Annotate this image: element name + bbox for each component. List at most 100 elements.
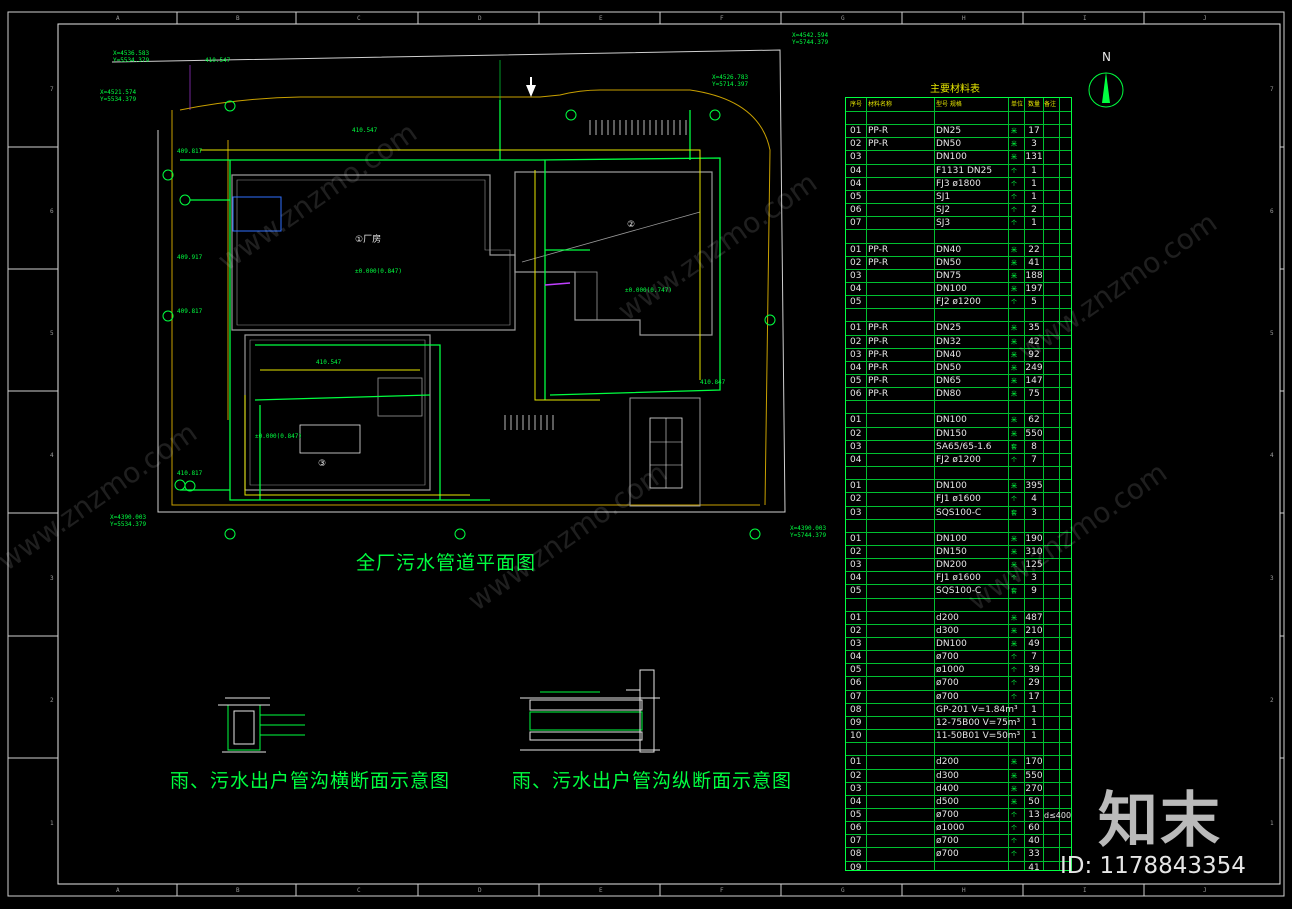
cell-unit: 个 (1011, 496, 1018, 504)
cell-qty: 550 (1025, 770, 1043, 781)
grid-row-4-right: 4 (1270, 452, 1274, 459)
grid-col-F-bottom: F (720, 887, 724, 894)
cell-spec: DN40 (936, 244, 962, 255)
cell-no: 08 (850, 704, 862, 715)
cell-unit: 个 (1011, 299, 1018, 307)
cell-spec: DN100 (936, 639, 967, 649)
cell-spec: FJ1 ø1600 (936, 573, 981, 584)
site-plan (111, 49, 786, 540)
cell-spec: F1131 DN25 (936, 165, 993, 176)
cell-spec: DN150 (936, 428, 967, 439)
building-2-level: ±0.000(0.747) (625, 287, 672, 294)
cell-no: 04 (850, 573, 862, 584)
cell-spec: ø700 (936, 809, 959, 820)
grid-row-5: 5 (50, 330, 54, 337)
cell-qty: 41 (1028, 257, 1040, 268)
cell-no: 08 (850, 849, 862, 860)
grid-col-E-bottom: E (599, 887, 603, 894)
grid-col-F: F (720, 15, 724, 22)
cell-no: 04 (850, 652, 862, 663)
cell-spec: ø700 (936, 849, 959, 860)
cell-unit: 米 (1011, 378, 1018, 385)
cell-name: PP-R (868, 336, 889, 347)
cell-qty: 1 (1031, 704, 1037, 715)
cell-qty: 188 (1025, 270, 1043, 281)
header-unit: 单位 (1011, 101, 1024, 108)
cell-qty: 1 (1031, 191, 1037, 202)
cell-no: 07 (850, 836, 862, 847)
cell-spec: d200 (936, 757, 959, 768)
cell-spec: DN200 (936, 560, 967, 571)
cell-qty: 41 (1028, 862, 1040, 873)
cell-qty: 131 (1025, 152, 1043, 163)
cell-unit: 个 (1011, 167, 1018, 175)
cell-no: 03 (850, 783, 862, 794)
cell-spec: DN50 (936, 139, 962, 150)
long-section-diagram (520, 669, 660, 753)
cell-unit: 米 (1011, 417, 1018, 425)
cell-qty: 7 (1031, 652, 1037, 663)
cell-spec: SJ3 (936, 218, 951, 229)
grid-ticks (8, 12, 1284, 896)
cell-unit: 米 (1011, 364, 1018, 372)
cell-name: PP-R (868, 126, 889, 137)
cell-unit: 个 (1011, 680, 1018, 688)
cell-qty: 50 (1028, 796, 1040, 807)
cell-spec: DN100 (936, 415, 967, 426)
coord-y: Y=5744.379 (790, 532, 827, 539)
cell-no: 02 (850, 428, 862, 439)
cell-no: 01 (850, 612, 862, 623)
building-1-room (232, 196, 282, 232)
cell-spec: DN65 (936, 376, 962, 386)
cell-no: 01 (850, 126, 862, 137)
cell-unit: 米 (1011, 285, 1018, 293)
grid-row-6: 6 (50, 208, 54, 215)
header-note: 备注 (1044, 101, 1057, 108)
brand-logo: 知末 (1098, 786, 1222, 856)
cell-qty: 550 (1025, 428, 1043, 439)
grid-col-G-bottom: G (841, 887, 845, 894)
cell-qty: 190 (1025, 533, 1043, 544)
cell-qty: 5 (1031, 297, 1037, 308)
coord-x: X=4526.783 (712, 74, 749, 81)
cell-unit: 个 (1011, 851, 1018, 859)
grid-col-H: H (962, 15, 966, 22)
grid-col-C: C (357, 15, 361, 22)
cell-no: 01 (850, 323, 862, 334)
grid-row-1: 1 (50, 820, 54, 827)
cell-spec: DN50 (936, 257, 962, 268)
grid-row-3: 3 (50, 575, 54, 582)
level-mark: 409.817 (177, 148, 203, 155)
cell-spec: DN75 (936, 270, 962, 281)
cell-no: 02 (850, 770, 862, 781)
cell-qty: 3 (1031, 139, 1037, 150)
cell-unit: 套 (1011, 443, 1018, 451)
cell-spec: ø700 (936, 691, 959, 702)
plan-title: 全厂污水管道平面图 (356, 552, 537, 574)
rain-pipes (200, 149, 701, 496)
cell-spec: ø700 (936, 678, 959, 689)
cell-spec: FJ2 ø1200 (936, 454, 981, 465)
cell-no: 02 (850, 546, 862, 557)
cell-qty: 210 (1025, 625, 1043, 636)
cell-unit: 米 (1011, 535, 1018, 543)
cell-no: 01 (850, 481, 862, 492)
